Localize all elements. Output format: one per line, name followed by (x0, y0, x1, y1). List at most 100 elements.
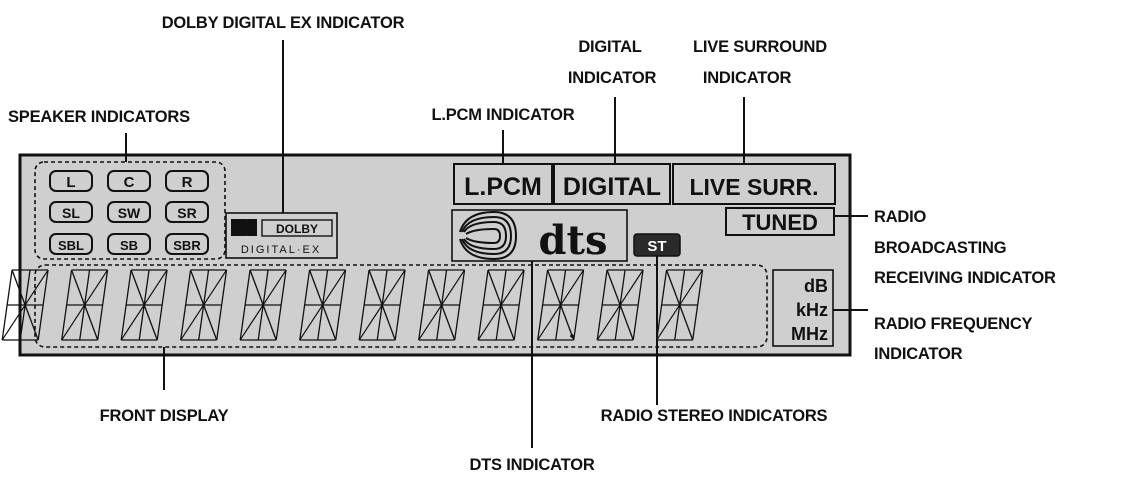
speaker-group-frame (34, 161, 226, 260)
digital-indicator-box (553, 163, 671, 205)
speaker-sbr-box (165, 233, 209, 255)
digit-segment (665, 269, 681, 306)
digit-segment (477, 304, 502, 341)
digit-segment (656, 270, 668, 340)
dolby-sub-text: DIGITAL·EX (241, 244, 321, 256)
digit-segment (249, 269, 264, 306)
speaker-sl-box (49, 201, 93, 223)
digit-segment (500, 269, 525, 306)
digit-cell (358, 269, 406, 341)
digit-segment (130, 269, 145, 306)
unit-db: dB (804, 276, 828, 296)
digit-segment (143, 304, 158, 341)
digit-segment (61, 270, 73, 340)
dts-logo: dts (451, 209, 628, 264)
dolby-brand-text: DOLBY (276, 222, 318, 236)
dolby-double-d-icon (231, 219, 257, 236)
tuned-indicator-text: TUNED (742, 210, 818, 235)
digital-indicator-text: DIGITAL (563, 173, 661, 201)
digit-cell (477, 269, 525, 341)
speaker-sb-label: SB (120, 238, 138, 253)
digit-cell (596, 269, 644, 341)
digit-cell (656, 269, 704, 341)
stereo-indicator-text: ST (647, 238, 666, 255)
digit-segment (180, 270, 192, 340)
digit-segment (656, 304, 681, 341)
unit-mhz: MHz (791, 324, 828, 344)
digit-segment (322, 304, 337, 341)
dts-wave-icon (459, 210, 518, 261)
digit-segment (61, 304, 86, 341)
digit-segment (262, 269, 287, 306)
callout-live-surround-line2: INDICATOR (703, 69, 792, 87)
dolby-brand-box (261, 219, 333, 237)
digit-segment (203, 304, 218, 341)
digit-segment (573, 270, 585, 340)
digit-segment (381, 269, 406, 306)
digit-segment (358, 270, 370, 340)
digit-segment (84, 269, 109, 306)
digit-segment (692, 270, 704, 340)
digit-segment (120, 304, 145, 341)
digit-segment (537, 270, 549, 340)
callout-dts: DTS INDICATOR (469, 456, 594, 474)
callout-frequency-line2: INDICATOR (874, 345, 963, 363)
digit-segment (120, 270, 132, 340)
callout-frequency-line1: RADIO FREQUENCY (874, 315, 1033, 333)
digit-segment (1, 304, 26, 341)
digit-segment (37, 270, 49, 340)
speaker-r-label: R (182, 174, 193, 191)
callout-dolby-ex: DOLBY DIGITAL EX INDICATOR (162, 14, 405, 32)
decimal-point (570, 334, 574, 338)
speaker-indicators: L C R SL SW SR SBL SB SBR (49, 170, 209, 255)
speaker-c-box (107, 170, 151, 192)
digit-segment (143, 269, 168, 306)
digit-segment (537, 304, 562, 341)
digit-segment (84, 304, 99, 341)
digit-cell (299, 269, 347, 341)
digit-segment (70, 269, 86, 306)
speaker-sr-label: SR (177, 205, 196, 221)
digit-segment (560, 269, 585, 306)
speaker-sr-box (165, 201, 209, 223)
front-display-digits (1, 269, 704, 341)
digit-segment (546, 269, 562, 306)
digit-segment (275, 270, 287, 340)
digit-segment (24, 269, 49, 306)
digit-segment (1, 270, 13, 340)
digit-segment (394, 270, 406, 340)
digit-segment (441, 269, 466, 306)
digit-segment (322, 269, 347, 306)
digit-cell (120, 269, 168, 341)
callout-digital-line1: DIGITAL (578, 38, 641, 56)
speaker-l-label: L (66, 174, 75, 191)
live-surr-indicator-text: LIVE SURR. (689, 174, 818, 200)
digit-segment (454, 270, 466, 340)
speaker-sbr-label: SBR (173, 238, 201, 253)
digit-cell (61, 269, 109, 341)
callout-speaker: SPEAKER INDICATORS (8, 108, 190, 126)
speaker-c-label: C (124, 174, 135, 191)
digit-segment (381, 304, 396, 341)
digit-segment (299, 270, 311, 340)
dolby-logo-frame (225, 212, 338, 259)
digit-segment (596, 304, 621, 341)
digit-segment (239, 270, 251, 340)
units-frame (772, 269, 834, 347)
dts-logo-frame (451, 209, 628, 262)
callout-front-display: FRONT DISPLAY (100, 407, 229, 425)
digit-segment (632, 270, 644, 340)
digit-segment (335, 270, 347, 340)
dolby-digital-ex-logo: DOLBY DIGITAL·EX (225, 212, 338, 259)
digit-segment (180, 304, 205, 341)
digit-segment (679, 269, 704, 306)
digit-segment (418, 304, 443, 341)
digit-segment (11, 269, 26, 306)
digit-segment (216, 270, 228, 340)
digit-segment (679, 304, 694, 341)
callout-lpcm: L.PCM INDICATOR (431, 106, 574, 124)
speaker-sbl-box (49, 233, 93, 255)
digit-segment (619, 304, 634, 341)
digit-segment (418, 270, 430, 340)
speaker-sbl-label: SBL (58, 238, 84, 253)
